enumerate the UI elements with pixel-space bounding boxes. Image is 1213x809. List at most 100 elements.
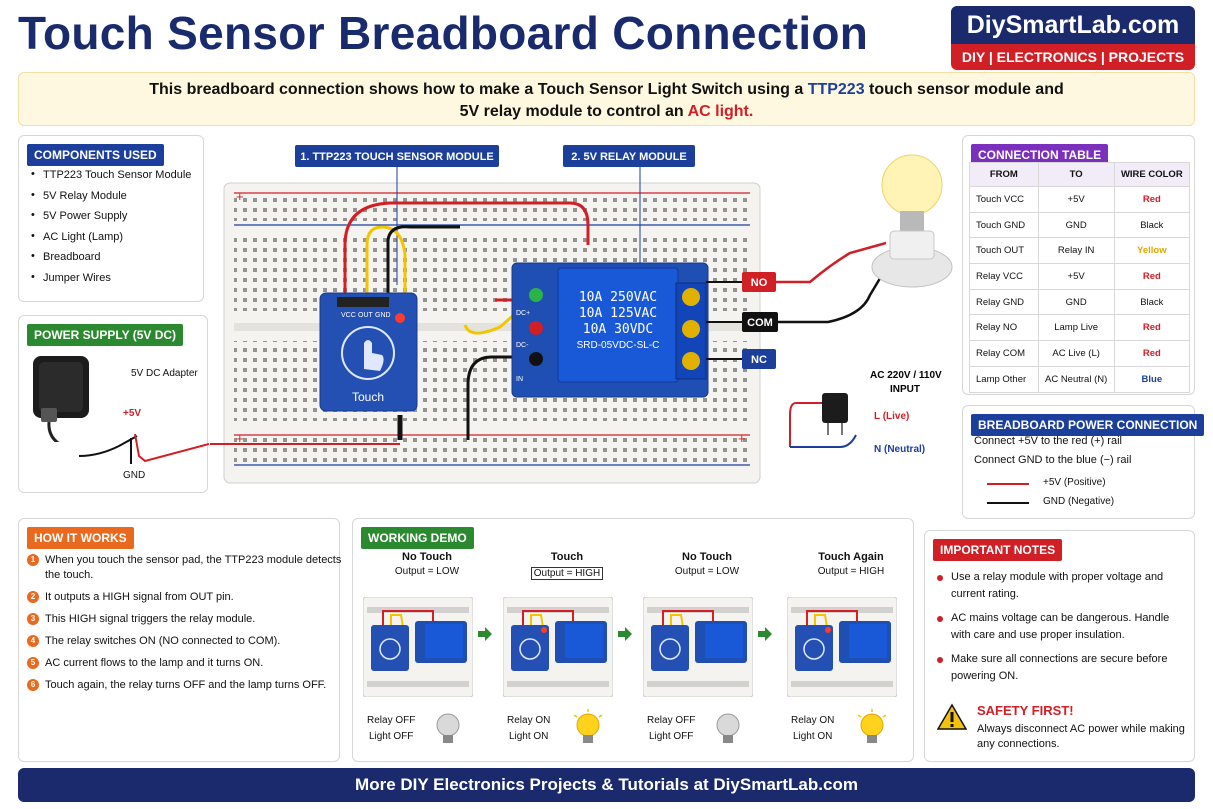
intro-highlight-ac-light: AC light. (687, 103, 754, 120)
list-item: AC Light (Lamp) (31, 230, 191, 243)
demo-output-label: Output = HIGH (530, 567, 604, 580)
step-number: 5 (27, 657, 39, 669)
step-text: When you touch the sensor pad, the TTP22… (45, 554, 342, 581)
touch-module-label-box (295, 145, 499, 167)
com-terminal-tag (742, 312, 778, 332)
demo-breadboard-image (363, 597, 473, 697)
live-label: L (Live) (874, 411, 909, 422)
step-number: 3 (27, 613, 39, 625)
how-it-works-title: HOW IT WORKS (27, 527, 134, 549)
rail-plus-label: + (236, 431, 244, 446)
touch-pad[interactable] (341, 326, 395, 380)
components-list: TTP223 Touch Sensor Module 5V Relay Modu… (31, 168, 191, 292)
warning-icon (937, 703, 967, 730)
next-arrow-icon (758, 627, 772, 641)
intro-text: 5V relay module to control an (459, 103, 688, 120)
next-arrow-icon (618, 627, 632, 641)
bulb-off-icon (436, 713, 460, 743)
no-terminal-tag (742, 272, 776, 292)
site-logo[interactable]: DiySmartLab.com DIY | ELECTRONICS | PROJ… (951, 6, 1195, 70)
table-cell-from: Touch GND (969, 211, 1039, 239)
bulb-on-icon (857, 709, 887, 743)
table-cell-to: Lamp Live (1037, 314, 1115, 342)
table-cell-to: GND (1037, 211, 1115, 239)
safety-title: SAFETY FIRST! (977, 703, 1074, 718)
table-cell-to: AC Live (L) (1037, 340, 1115, 367)
screw-icon (682, 352, 700, 370)
connection-table-title: CONNECTION TABLE (971, 144, 1109, 166)
light-status: Light ON (508, 731, 549, 742)
step-text: It outputs a HIGH signal from OUT pin. (45, 591, 234, 603)
list-item: Make sure all connections are secure bef… (935, 651, 1185, 685)
next-arrow-icon (478, 627, 492, 641)
bb-power-title: BREADBOARD POWER CONNECTION (971, 414, 1205, 436)
relay-status: Relay OFF (367, 715, 416, 726)
footer-banner[interactable]: More DIY Electronics Projects & Tutorial… (18, 768, 1195, 802)
important-notes-title: IMPORTANT NOTES (933, 539, 1063, 561)
ac-neutral-wire (790, 434, 857, 448)
ac-live-wire (789, 402, 822, 447)
relay-pin-label: DC+ (516, 310, 530, 317)
ac-input-label-2: INPUT (890, 384, 920, 395)
relay-status: Relay ON (507, 715, 551, 726)
list-item: Use a relay module with proper voltage a… (935, 569, 1185, 603)
hand-touch-icon (364, 340, 384, 371)
demo-output-label: Output = LOW (394, 566, 460, 577)
table-cell-color: Black (1113, 211, 1191, 239)
table-cell-color: Red (1113, 340, 1191, 367)
ac-plug-icon (822, 393, 848, 423)
negative-legend: GND (Negative) (1043, 496, 1115, 507)
demo-breadboard-image (787, 597, 897, 697)
relay-model: SRD-05VDC-SL-C (577, 340, 660, 351)
demo-breadboard-image (643, 597, 753, 697)
light-status: Light OFF (368, 731, 414, 742)
screw-icon (682, 288, 700, 306)
table-cell-color: Red (1113, 263, 1191, 290)
page-title: Touch Sensor Breadboard Connection (18, 7, 869, 59)
table-cell-from: Relay VCC (969, 263, 1039, 290)
table-cell-color: Red (1113, 314, 1191, 342)
bb-power-line-2: Connect GND to the blue (−) rail (974, 454, 1132, 466)
relay-spec-line: 10A 250VAC (579, 290, 657, 305)
list-item: 5V Relay Module (31, 189, 191, 202)
intro-text: This breadboard connection shows how to … (149, 81, 808, 98)
relay-module-label-box (563, 145, 695, 167)
gnd-label: GND (123, 470, 146, 481)
working-demo-title: WORKING DEMO (361, 527, 474, 549)
table-cell-from: Lamp Other (969, 365, 1039, 393)
table-cell-from: Relay NO (969, 314, 1039, 342)
bb-power-panel: BREADBOARD POWER CONNECTION Connect +5V … (962, 405, 1205, 519)
logo-main-text: DiySmartLab.com (951, 6, 1195, 44)
table-cell-color: Red (1113, 186, 1191, 213)
step-number: 2 (27, 591, 39, 603)
neutral-label: N (Neutral) (874, 444, 925, 455)
bottom-power-rail (234, 437, 750, 463)
table-cell-to: GND (1037, 288, 1115, 316)
intro-line-1: This breadboard connection shows how to … (19, 79, 1194, 101)
column-header: WIRE COLOR (1113, 162, 1191, 187)
intro-text: touch sensor module and (864, 81, 1064, 98)
demo-state-label: No Touch (402, 551, 452, 563)
light-status: Light ON (792, 731, 833, 742)
demo-output-label: Output = LOW (674, 566, 740, 577)
led-red-icon (529, 321, 543, 335)
yellow-wire-out (463, 303, 526, 335)
column-header: FROM (969, 162, 1039, 187)
touch-module-label: 1. TTP223 TOUCH SENSOR MODULE (300, 151, 494, 163)
demo-status: Relay OFF Light OFF (367, 713, 415, 745)
demo-state-label: No Touch (682, 551, 732, 563)
lamp-com-wire (778, 274, 884, 324)
